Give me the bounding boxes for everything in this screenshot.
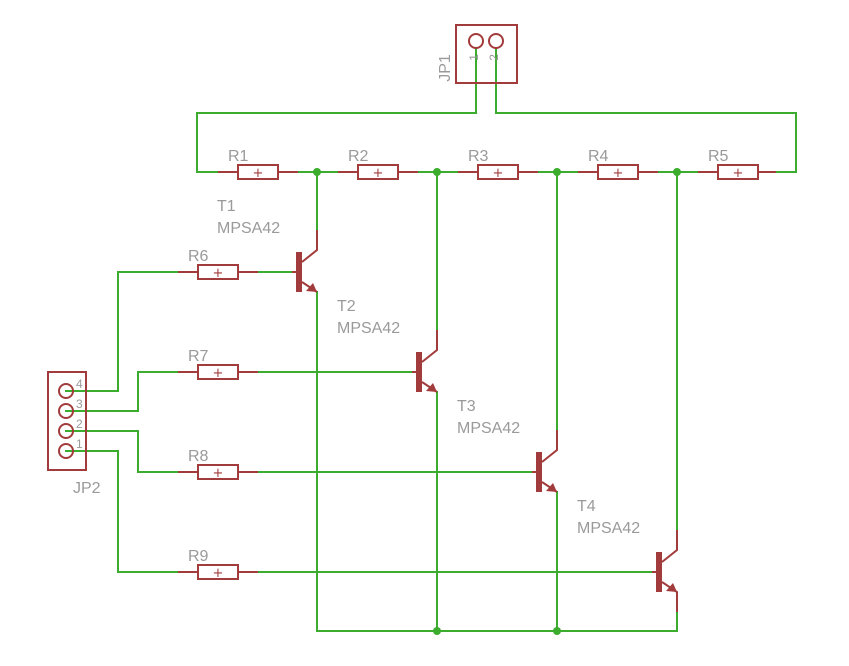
resistor-r9[interactable]: + R9 (178, 548, 258, 581)
t2-collector-lead (421, 330, 438, 363)
jp2-pin4-label: 4 (76, 377, 83, 391)
jp2-pin1-label: 1 (76, 437, 83, 451)
r4-body (597, 164, 639, 180)
junction-dot (313, 168, 321, 176)
wire-jp2-pin4 (65, 271, 179, 392)
t4-emitter-lead (661, 581, 678, 612)
r3-label: R3 (468, 148, 489, 165)
wire-jp2-pin2 (65, 430, 179, 473)
r1-body (237, 164, 279, 180)
junction-dot (433, 627, 441, 635)
wire-t1-emitter (316, 291, 678, 632)
t1-value-label: MPSA42 (217, 220, 280, 237)
r9-label: R9 (188, 548, 209, 565)
jp2-pin2-pad[interactable] (58, 423, 74, 439)
r7-body (197, 364, 239, 380)
resistor-r4[interactable]: + R4 (578, 148, 658, 181)
r4-plus-mark: + (613, 166, 624, 181)
t4-base-bar (656, 552, 662, 592)
r6-label: R6 (188, 248, 209, 265)
r8-label: R8 (188, 448, 209, 465)
t2-value-label: MPSA42 (337, 320, 400, 337)
transistor-t1[interactable]: T1 MPSA42 (217, 198, 318, 293)
transistor-t4[interactable]: T4 MPSA42 (577, 498, 678, 612)
wire-jp1-pin1 (196, 47, 477, 173)
r4-label: R4 (588, 148, 609, 165)
t4-name-label: T4 (577, 498, 596, 515)
wire-jp1-pin2 (495, 47, 797, 173)
jp1-pin2-pad[interactable] (488, 33, 504, 49)
jp1-pin2-label: 2 (487, 54, 501, 61)
r2-label: R2 (348, 148, 369, 165)
r6-plus-mark: + (213, 266, 224, 281)
jp1-pin1-pad[interactable] (468, 33, 484, 49)
r5-body (717, 164, 759, 180)
t3-name-label: T3 (457, 398, 476, 415)
jp2-pin2-label: 2 (76, 417, 83, 431)
r2-body (357, 164, 399, 180)
t1-base-bar (296, 252, 302, 292)
jp2-pin3-pad[interactable] (58, 403, 74, 419)
r9-body (197, 564, 239, 580)
resistor-r2[interactable]: + R2 (338, 148, 418, 181)
t3-emitter-arrow (546, 483, 557, 492)
t4-collector-lead (661, 530, 678, 563)
r7-label: R7 (188, 348, 209, 365)
wire-jp2-pin3 (65, 371, 179, 412)
r6-body (197, 264, 239, 280)
connector-jp1[interactable]: 1 2 JP1 (437, 24, 518, 84)
t2-base-bar (416, 352, 422, 392)
t2-emitter-arrow (426, 383, 437, 392)
r5-label: R5 (708, 148, 729, 165)
t3-collector-lead (541, 430, 558, 463)
junctions (313, 168, 681, 635)
t4-value-label: MPSA42 (577, 520, 640, 537)
transistor-t2[interactable]: T2 MPSA42 (337, 298, 438, 393)
t4-emitter-arrow (666, 583, 677, 592)
r9-plus-mark: + (213, 566, 224, 581)
r5-plus-mark: + (733, 166, 744, 181)
jp2-body (47, 371, 87, 471)
wire-jp2-pin1 (65, 450, 179, 573)
resistor-r6[interactable]: + R6 (178, 248, 258, 281)
r3-plus-mark: + (493, 166, 504, 181)
jp1-body (455, 24, 518, 84)
junction-dot (553, 627, 561, 635)
r2-plus-mark: + (373, 166, 384, 181)
t1-emitter-arrow (306, 283, 317, 292)
resistor-r8[interactable]: + R8 (178, 448, 258, 481)
junction-dot (673, 168, 681, 176)
junction-dot (433, 168, 441, 176)
jp2-pin3-label: 3 (76, 397, 83, 411)
jp2-name-label: JP2 (73, 480, 101, 497)
resistor-r5[interactable]: + R5 (698, 148, 776, 181)
resistor-r1[interactable]: + R1 (218, 148, 298, 181)
transistor-t3[interactable]: T3 MPSA42 (457, 398, 558, 493)
jp2-pin4-pad[interactable] (58, 383, 74, 399)
t1-collector-lead (301, 230, 318, 263)
resistor-r3[interactable]: + R3 (458, 148, 538, 181)
t3-base-bar (536, 452, 542, 492)
r1-plus-mark: + (253, 166, 264, 181)
r7-plus-mark: + (213, 366, 224, 381)
wires (65, 47, 797, 632)
resistor-r7[interactable]: + R7 (178, 348, 258, 381)
jp1-name-label: JP1 (437, 54, 454, 82)
jp2-pin1-pad[interactable] (58, 443, 74, 459)
r3-body (477, 164, 519, 180)
t3-value-label: MPSA42 (457, 420, 520, 437)
t2-name-label: T2 (337, 298, 356, 315)
connector-jp2[interactable]: 4 3 2 1 JP2 (47, 371, 101, 497)
r8-plus-mark: + (213, 466, 224, 481)
r8-body (197, 464, 239, 480)
r1-label: R1 (228, 148, 249, 165)
t1-name-label: T1 (217, 198, 236, 215)
jp1-pin1-label: 1 (467, 54, 481, 61)
junction-dot (553, 168, 561, 176)
